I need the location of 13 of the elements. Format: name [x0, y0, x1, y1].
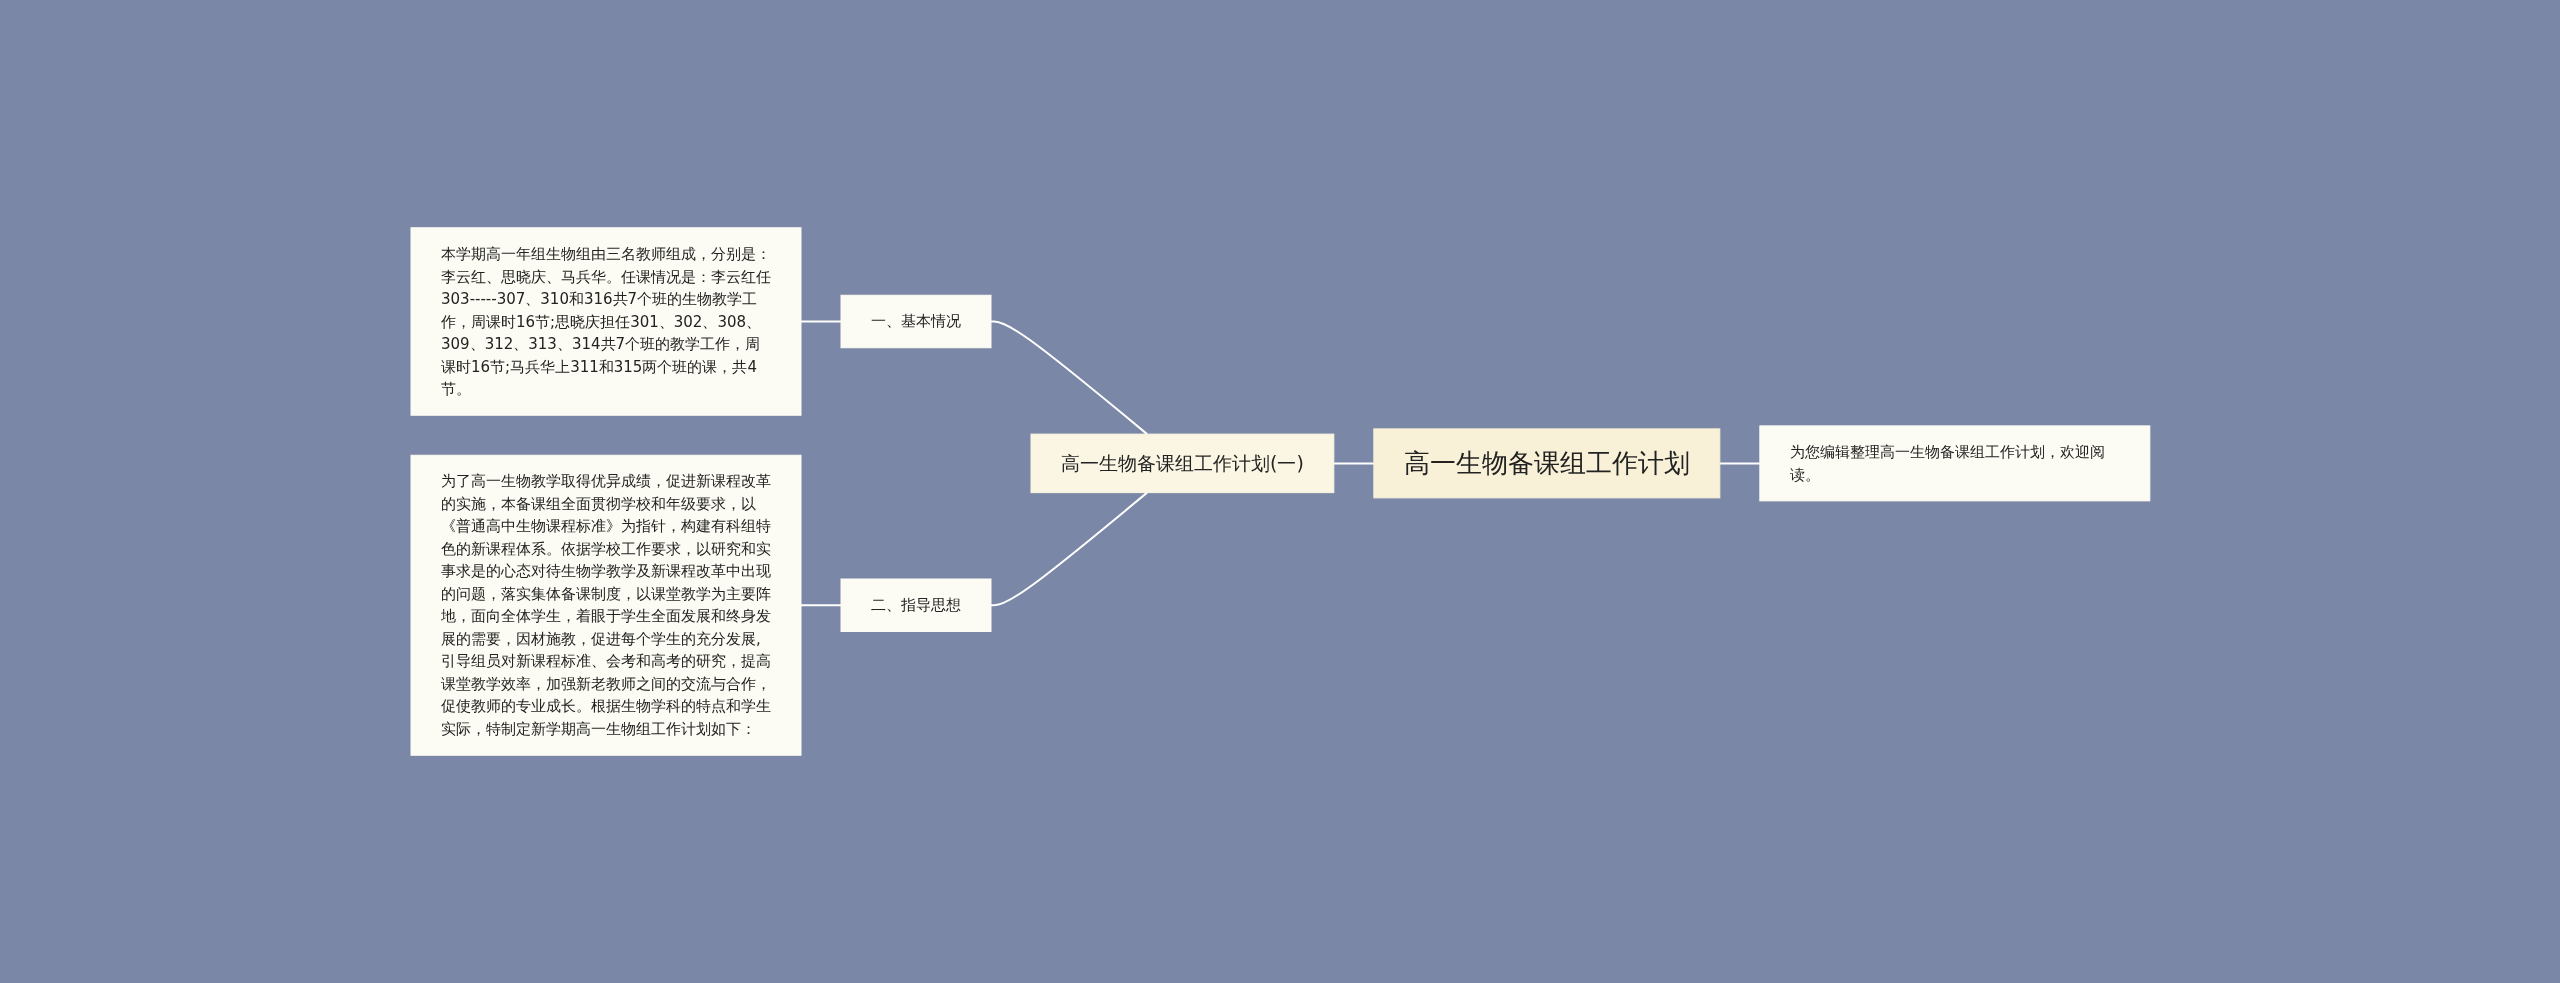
connector	[989, 491, 1148, 607]
node-box: 二、指导思想	[840, 578, 992, 632]
node-box: 高一生物备课组工作计划	[1372, 428, 1720, 499]
connector	[989, 320, 1148, 436]
node-box: 为了高一生物教学取得优异成绩，促进新课程改革的实施，本备课组全面贯彻学校和年级要求，以《普通高中生物课程标准》为指针，构建有科组特色的新课程体系。依据学校工作要求，以研究和实事求是的心态对待生物学教学及新课程改革中出现的问题，落实集体备课制度，以课堂教学为主要阵地，面向全体学生，着眼于学生全面发展和终身发展的需要，因材施教，促进每个学生的充分发展,引导组员对新课程标准、会考和高考的研究，提高课堂教学效率，加强新老教师之间的交流与合作，促使教师的专业成长。根据生物学科的特点和学生实际，特制定新学期高一生物组工作计划如下：	[410, 454, 802, 756]
node-box: 一、基本情况	[840, 294, 992, 349]
node-box: 高一生物备课组工作计划(一)	[1030, 433, 1334, 494]
node-box: 为您编辑整理高一生物备课组工作计划，欢迎阅读。	[1758, 425, 2150, 502]
connector	[799, 320, 842, 323]
connector	[1332, 462, 1375, 465]
node-box: 本学期高一年组生物组由三名教师组成，分别是：李云红、思晓庆、马兵华。任课情况是：李云红任303-----307、310和316共7个班的生物教学工作，周课时16节;思晓庆担任301、302、308、309、312、313、314共7个班的教学工作，周课时16节;马兵华上311和315两个班的课，共4节。	[410, 227, 802, 416]
connector	[1718, 462, 1761, 465]
connector	[799, 604, 842, 607]
